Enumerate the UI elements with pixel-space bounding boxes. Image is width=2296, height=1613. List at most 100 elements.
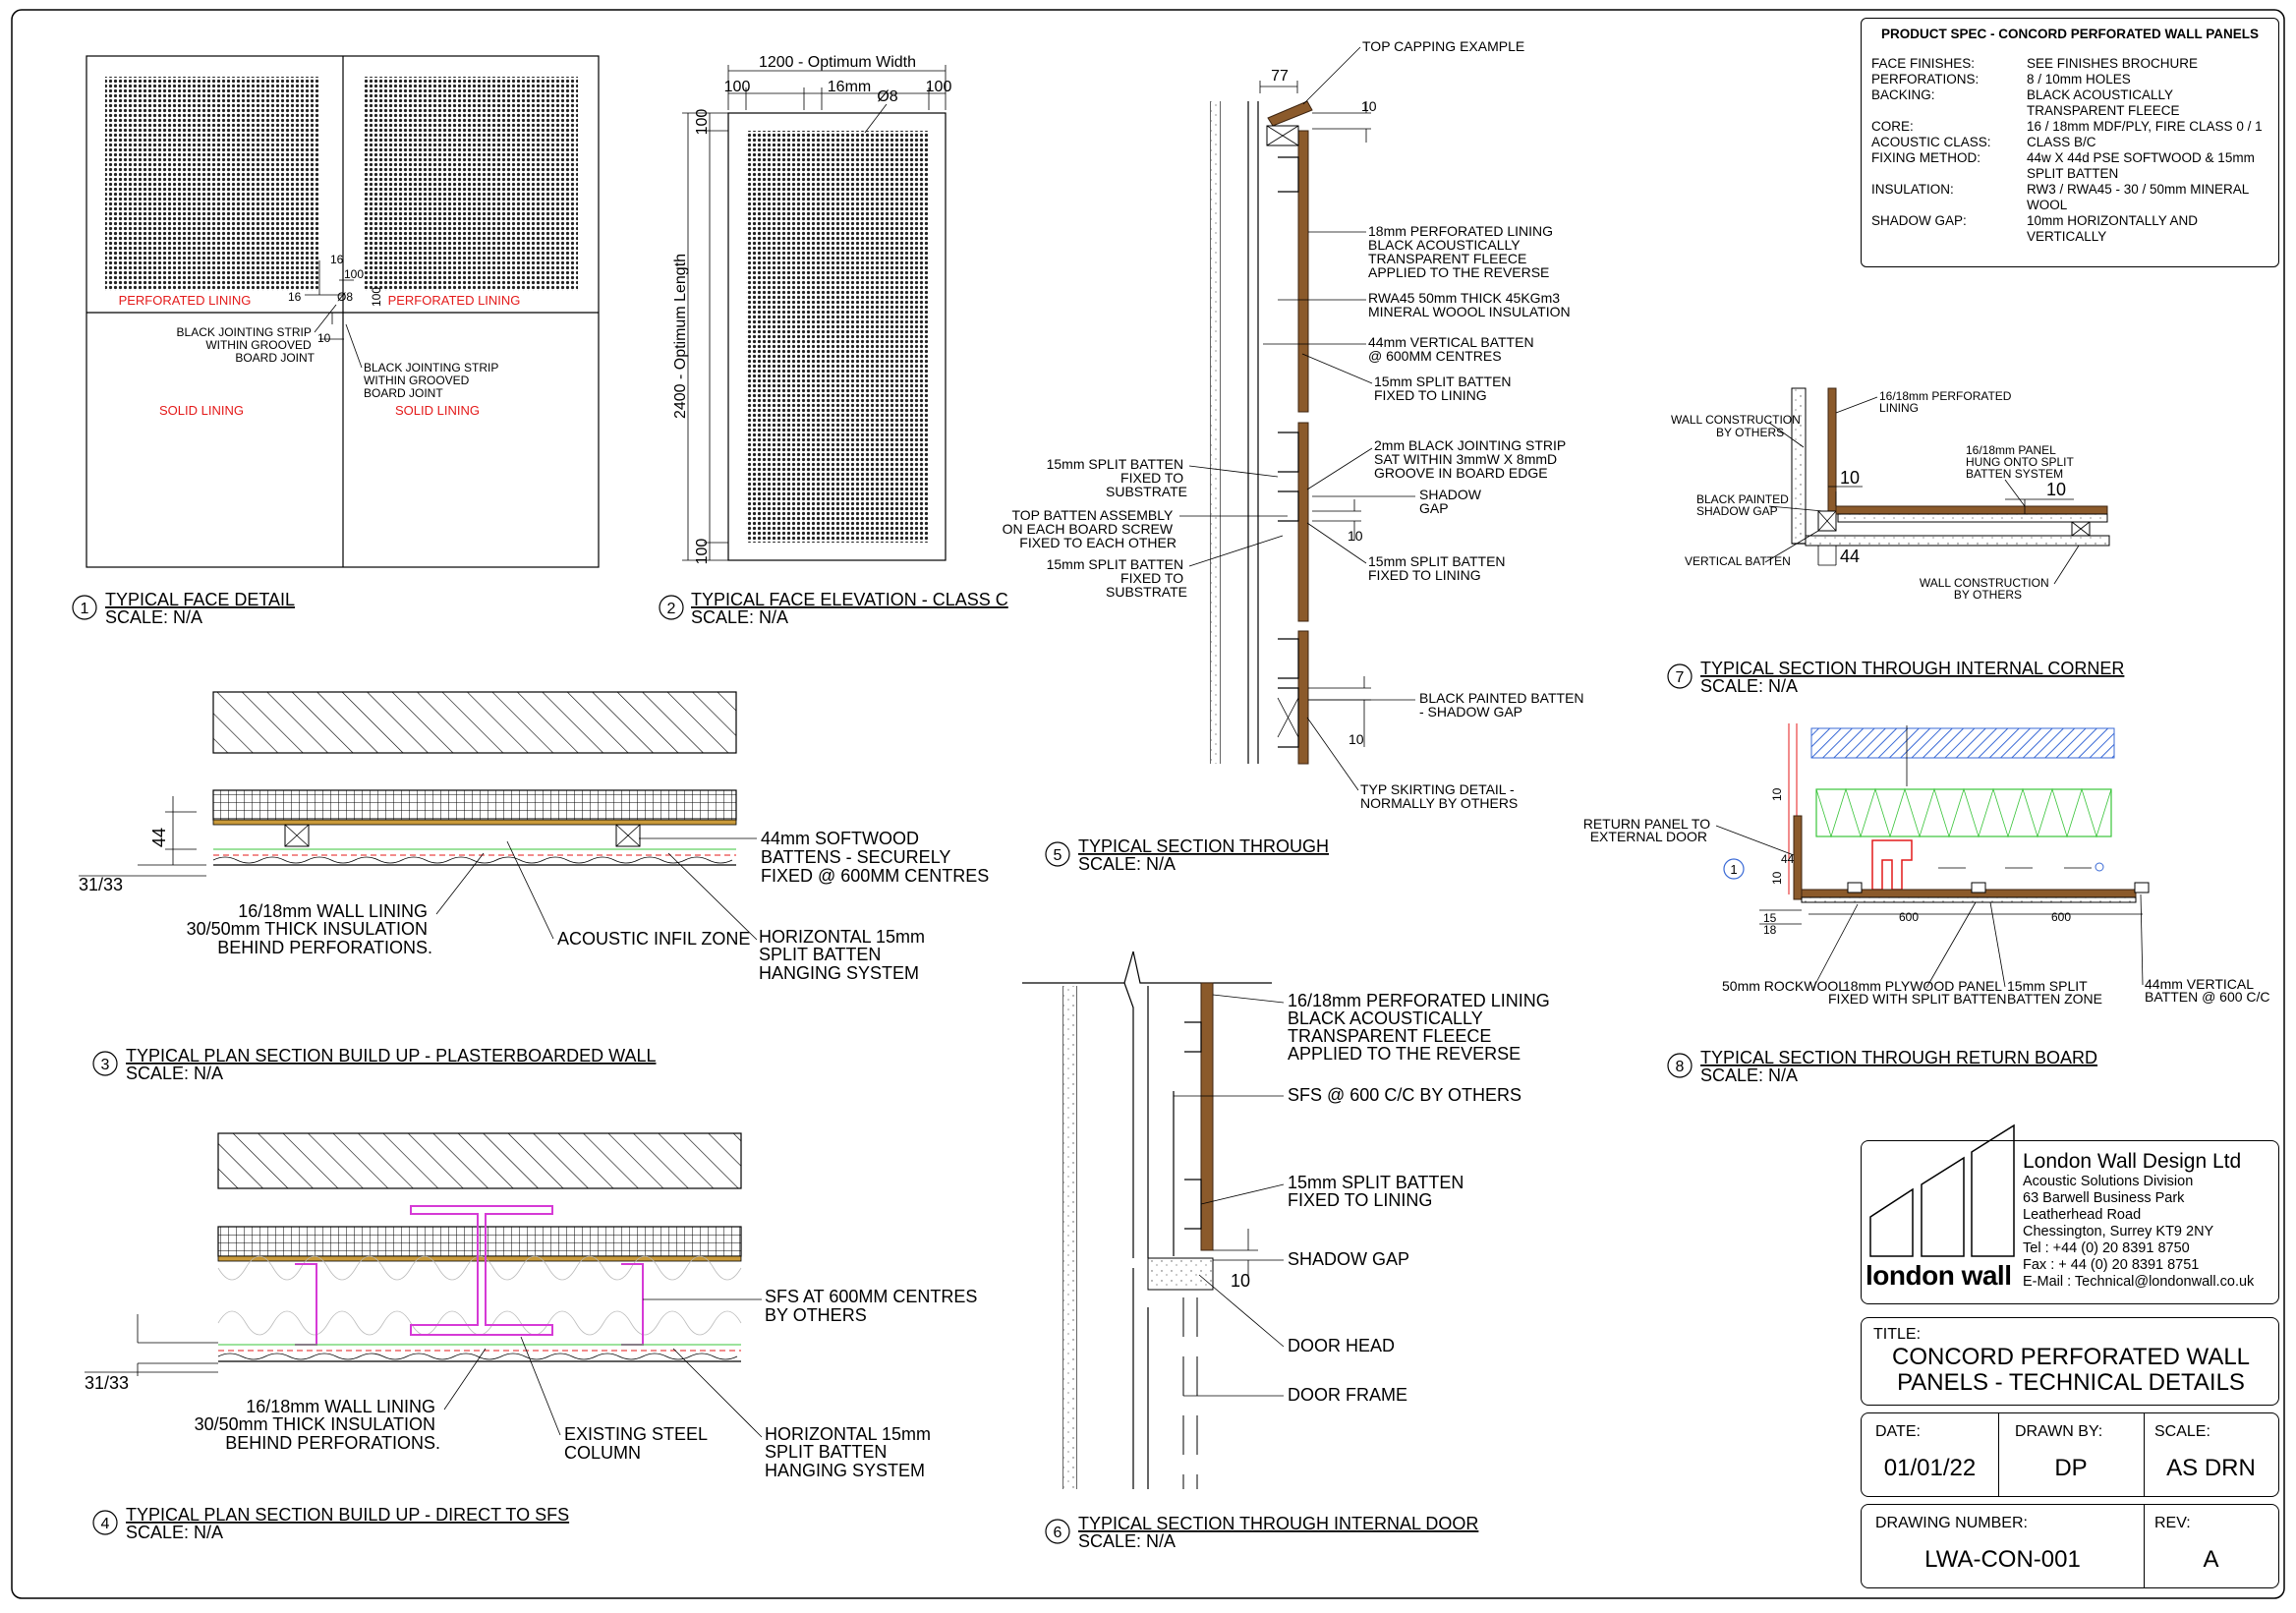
dim-hole: Ø8 — [337, 290, 353, 304]
split1-label: 15mm SPLIT BATTEN FIXED TO LINING — [1374, 374, 1515, 403]
spec-value: SEE FINISHES BROCHURE — [2027, 56, 2199, 71]
drawing-number-box: DRAWING NUMBER: LWA-CON-001 REV: A — [1861, 1504, 2279, 1588]
dim-600b: 600 — [2051, 910, 2071, 924]
spec-row: PERFORATIONS:8 / 10mm HOLES — [1871, 72, 2268, 87]
detail-scale: SCALE: N/A — [691, 607, 788, 627]
dim-100b: 100 — [370, 287, 383, 307]
spec-key: SHADOW GAP: — [1871, 213, 1967, 228]
panel-label: 16/18mm PANEL HUNG ONTO SPLIT BATTEN SYS… — [1966, 443, 2077, 481]
dim-10b: 10 — [2046, 480, 2066, 499]
head-label: DOOR HEAD — [1288, 1336, 1395, 1355]
spec-row: FIXING METHOD: 44w X 44d PSE SOFTWOOD & 1… — [1871, 150, 2268, 182]
detail-marker — [659, 595, 684, 620]
dim-100-left: 100 — [724, 79, 751, 95]
spec-key: FACE FINISHES: — [1871, 56, 1976, 71]
detail-number: 5 — [1054, 847, 1062, 864]
title-line-2: PANELS - TECHNICAL DETAILS — [1897, 1369, 2245, 1396]
spec-value: 44w X 44d PSE SOFTWOOD & 15mm SPLIT BATT… — [2027, 150, 2255, 181]
detail-title: TYPICAL SECTION THROUGH INTERNAL CORNER — [1700, 659, 2124, 678]
spec-key: FIXING METHOD: — [1871, 150, 1980, 165]
vb-label: 44mm VERTICAL BATTEN @ 600 C/C — [2145, 976, 2270, 1005]
company-line: Tel : +44 (0) 20 8391 8750 — [2023, 1240, 2190, 1256]
company-logo — [1869, 1123, 2015, 1257]
detail-2-elevation: 1200 - Optimum Width 100 16mm 100 Ø8 240… — [659, 54, 1008, 627]
detail-marker — [1667, 1053, 1693, 1078]
label-perforated-2: PERFORATED LINING — [388, 293, 521, 308]
dwg-value: LWA-CON-001 — [1924, 1546, 2081, 1573]
dim-100-top: 100 — [694, 109, 711, 136]
painted-label: BLACK PAINTED BATTEN - SHADOW GAP — [1419, 690, 1587, 720]
spec-value: 16 / 18mm MDF/PLY, FIRE CLASS 0 / 1 — [2027, 119, 2263, 134]
column-label: EXISTING STEEL COLUMN — [564, 1424, 712, 1463]
spec-key: INSULATION: — [1871, 182, 1954, 197]
detail-scale: SCALE: N/A — [126, 1064, 223, 1083]
spec-value: RW3 / RWA45 - 30 / 50mm MINERAL WOOL — [2027, 182, 2249, 212]
scale-label: SCALE: — [2154, 1423, 2210, 1440]
dim-10a: 10 — [1840, 468, 1860, 488]
detail-8-return-board: RETURN PANEL TO EXTERNAL DOOR 10 44 10 1… — [1583, 723, 2270, 1085]
split-label: HORIZONTAL 15mm SPLIT BATTEN HANGING SYS… — [759, 927, 930, 983]
dim-44: 44 — [149, 828, 169, 847]
spec-row: ACOUSTIC CLASS:CLASS B/C — [1871, 135, 2268, 150]
spec-key: PERFORATIONS: — [1871, 72, 1980, 86]
strip-label: 2mm BLACK JOINTING STRIP SAT WITHIN 3mmW… — [1374, 437, 1570, 481]
split-label: 15mm SPLIT BATTEN ZONE — [2007, 978, 2102, 1007]
dim-15: 15 — [1763, 911, 1777, 925]
dim-100-bottom: 100 — [694, 539, 711, 565]
spec-heading: PRODUCT SPEC - CONCORD PERFORATED WALL P… — [1880, 27, 2259, 41]
rev-label: REV: — [2154, 1515, 2191, 1531]
dim-600a: 600 — [1899, 910, 1919, 924]
detail-1-face: PERFORATED LINING PERFORATED LINING SOLI… — [72, 55, 600, 627]
spec-value: BLACK ACOUSTICALLY TRANSPARENT FLEECE — [2027, 87, 2180, 118]
company-details: London Wall Design Ltd Acoustic Solution… — [2023, 1150, 2278, 1291]
drawn-value: DP — [2054, 1455, 2088, 1481]
dim-width: 1200 - Optimum Width — [759, 54, 916, 71]
detail-marker — [1045, 841, 1070, 867]
strip-label-1: BLACK JOINTING STRIP WITHIN GROOVED BOAR… — [177, 325, 316, 365]
capping-label: TOP CAPPING EXAMPLE — [1362, 38, 1524, 54]
detail-number: 7 — [1676, 669, 1685, 686]
perf-label: 16/18mm PERFORATED LINING — [1879, 389, 2015, 415]
rock-label: 50mm ROCKWOOL — [1722, 978, 1846, 994]
detail-scale: SCALE: N/A — [1078, 854, 1176, 874]
spec-key: CORE: — [1871, 119, 1914, 134]
perforated-lining — [1200, 982, 1214, 1251]
label-perforated-1: PERFORATED LINING — [119, 293, 252, 308]
shadow-label: BLACK PAINTED SHADOW GAP — [1696, 492, 1792, 518]
perforation-grid — [364, 77, 578, 291]
detail-6-door-section: 16/18mm PERFORATED LINING BLACK ACOUSTIC… — [1022, 951, 1550, 1551]
left3-label: 15mm SPLIT BATTEN FIXED TO SUBSTRATE — [1047, 556, 1187, 600]
rev-value: A — [2203, 1546, 2219, 1573]
infil-label: ACOUSTIC INFIL ZONE — [557, 929, 750, 949]
perforation-grid — [105, 77, 319, 291]
detail-title: TYPICAL SECTION THROUGH RETURN BOARD — [1700, 1048, 2097, 1067]
detail-marker — [92, 1051, 118, 1076]
dim-18: 18 — [1763, 923, 1777, 937]
lining-label: 16/18mm WALL LINING 30/50mm THICK INSULA… — [195, 1397, 440, 1453]
battens-label: 44mm SOFTWOOD BATTENS - SECURELY FIXED @… — [761, 829, 989, 886]
company-box — [1861, 1140, 2279, 1304]
dim-10a: 10 — [1361, 98, 1377, 114]
dim-77: 77 — [1271, 68, 1289, 85]
product-spec-box: PRODUCT SPEC - CONCORD PERFORATED WALL P… — [1861, 18, 2279, 267]
detail-3-plan-plasterboard: 44 31/33 44mm SOFTWOOD BATTENS - SECUREL… — [79, 691, 989, 1083]
detail-title: TYPICAL FACE ELEVATION - CLASS C — [691, 590, 1008, 609]
title-label: TITLE: — [1873, 1326, 1922, 1343]
left1-label: 15mm SPLIT BATTEN FIXED TO SUBSTRATE — [1047, 456, 1187, 499]
scale-value: AS DRN — [2166, 1455, 2256, 1481]
dim-10b: 10 — [1770, 871, 1784, 885]
vbatten-label: 44mm VERTICAL BATTEN @ 600MM CENTRES — [1368, 334, 1537, 364]
dim-10b: 10 — [1348, 528, 1363, 544]
date-label: DATE: — [1875, 1423, 1921, 1440]
spec-row: INSULATION: RW3 / RWA45 - 30 / 50mm MINER… — [1871, 182, 2268, 213]
split-label: 15mm SPLIT BATTEN FIXED TO LINING — [1288, 1173, 1468, 1210]
company-line: Acoustic Solutions Division — [2023, 1174, 2194, 1189]
lining-label: 16/18mm WALL LINING 30/50mm THICK INSULA… — [187, 901, 432, 957]
dim-hole: Ø8 — [877, 88, 897, 105]
frame-label: DOOR FRAME — [1288, 1385, 1407, 1405]
shadow-label: SHADOW GAP — [1288, 1249, 1409, 1269]
detail-scale: SCALE: N/A — [1078, 1531, 1176, 1551]
wall1-label: WALL CONSTRUCTION BY OTHERS — [1671, 413, 1804, 439]
detail-title: TYPICAL SECTION THROUGH INTERNAL DOOR — [1078, 1514, 1478, 1533]
